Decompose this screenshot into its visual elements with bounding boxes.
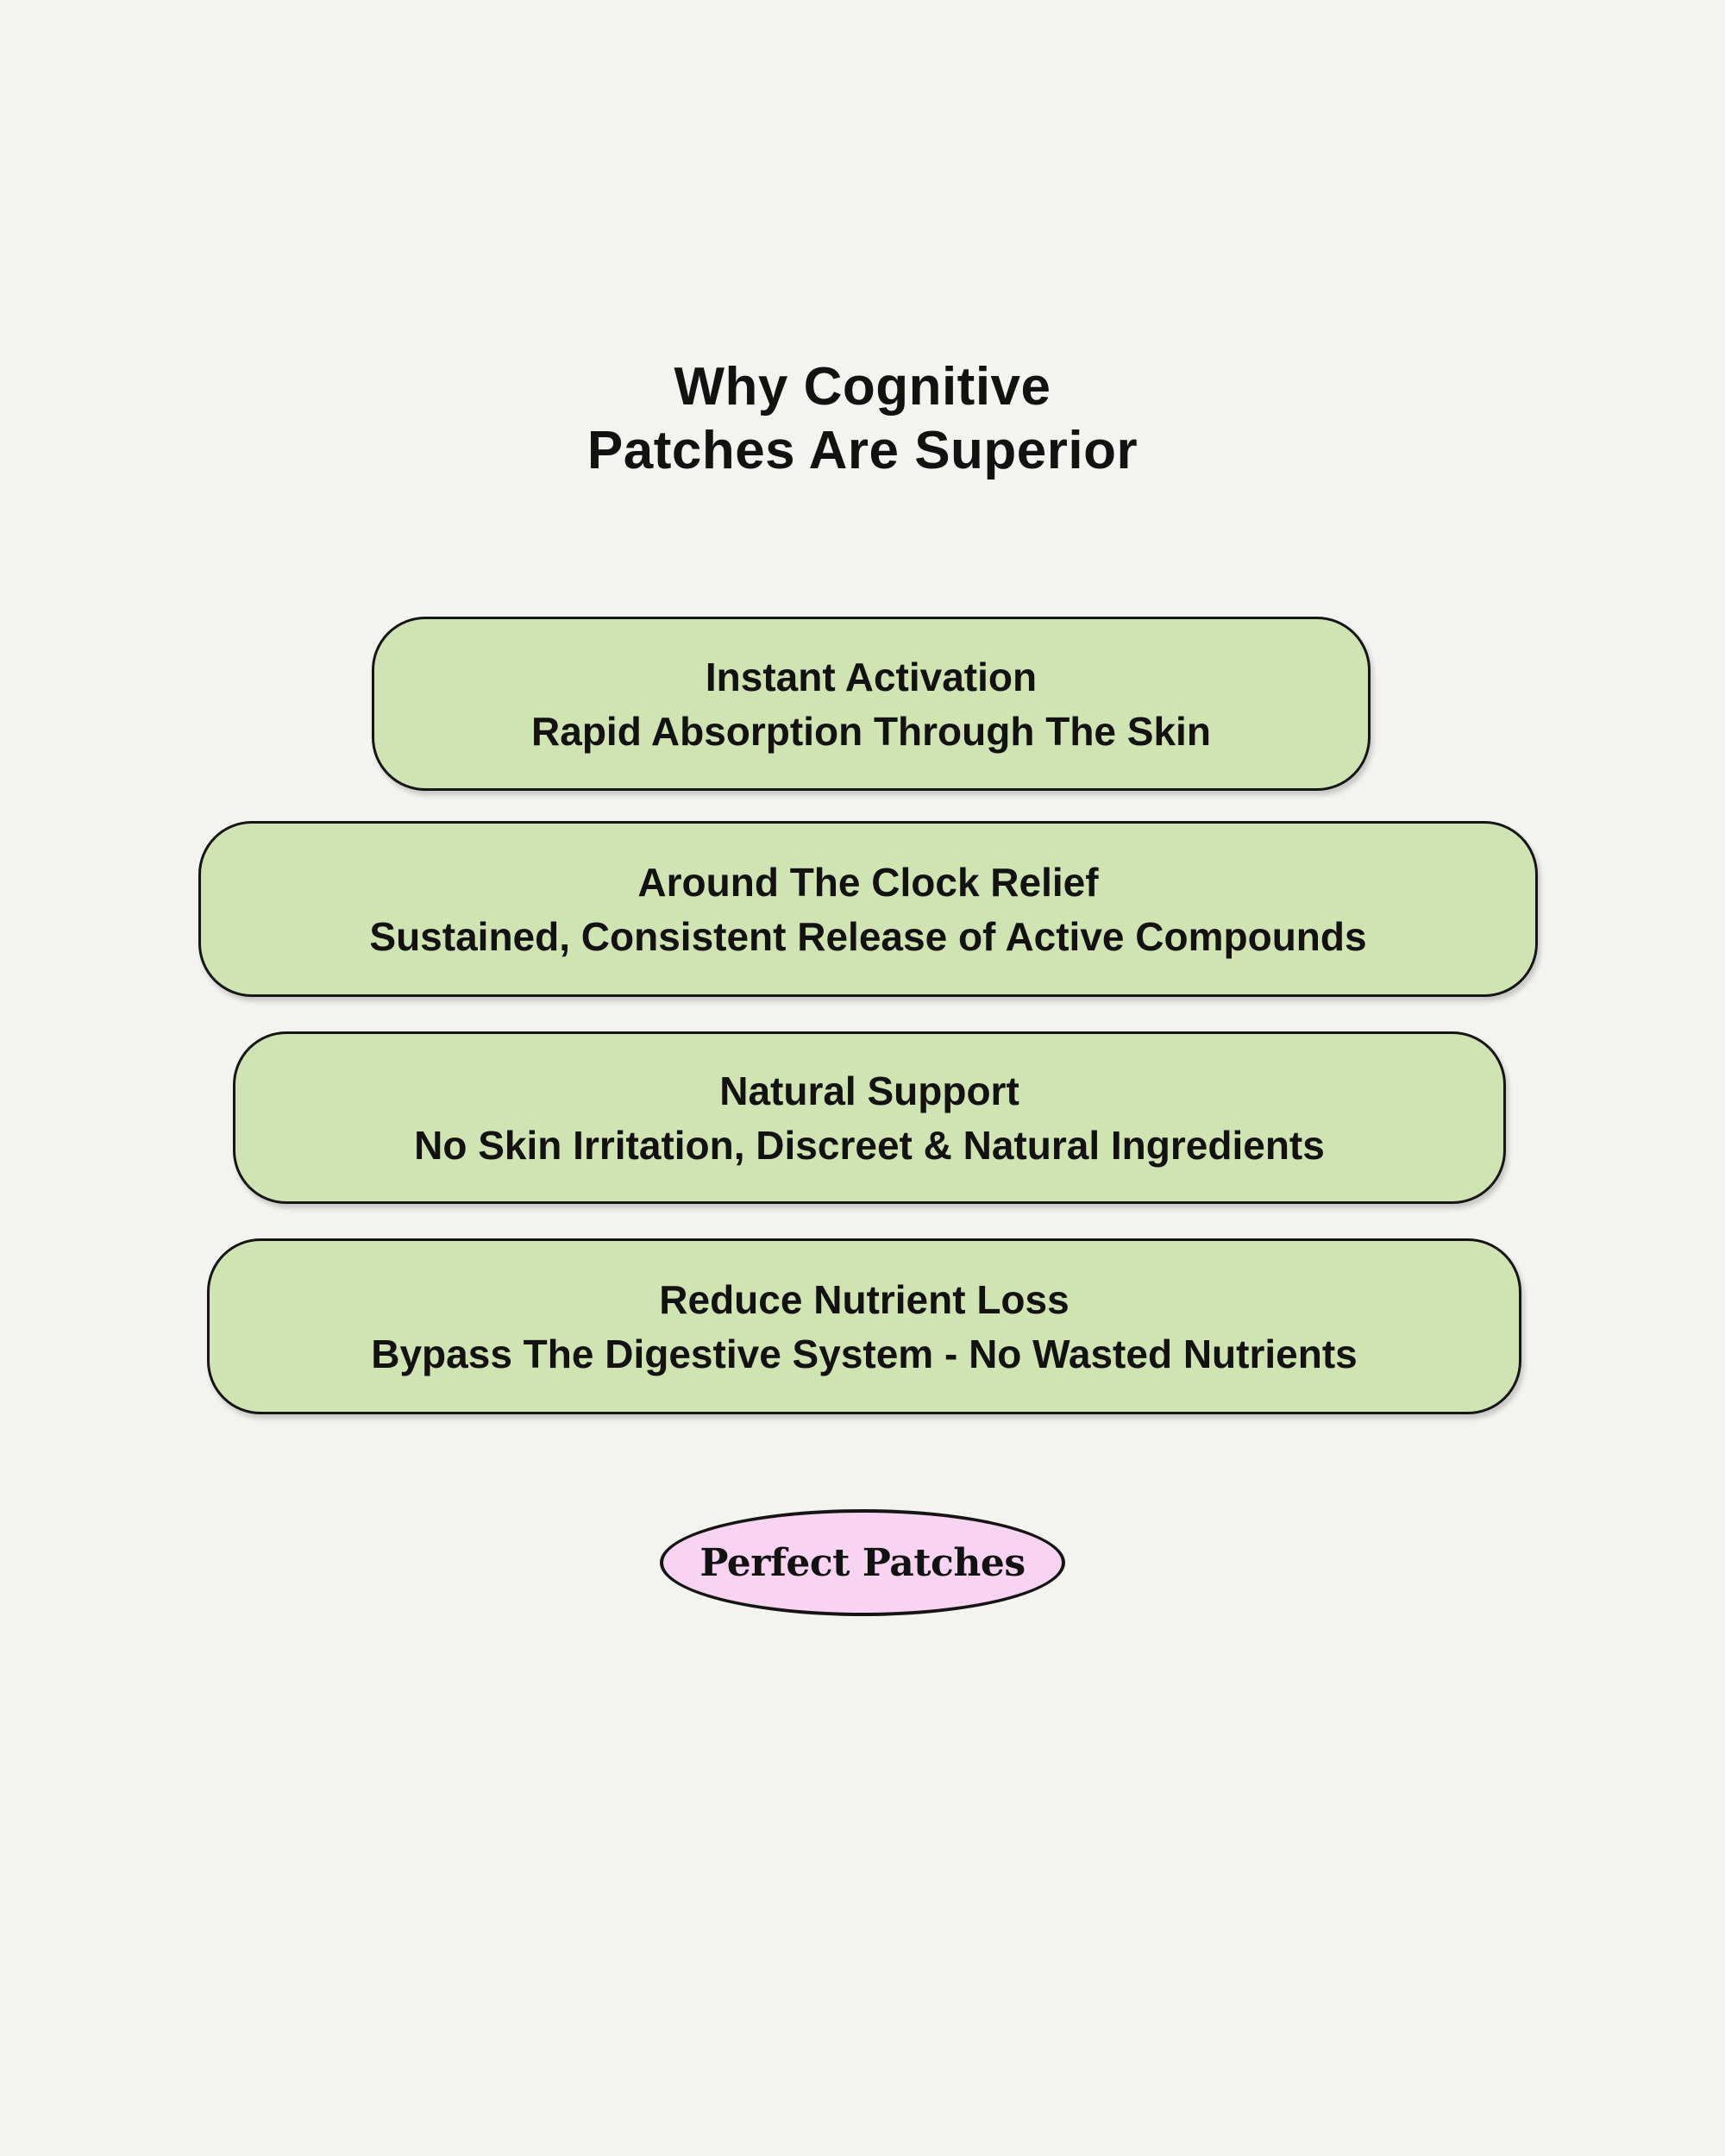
benefit-card-description: Rapid Absorption Through The Skin [531, 708, 1211, 754]
brand-badge-label: Perfect Patches [699, 1540, 1026, 1585]
brand-badge: Perfect Patches [660, 1509, 1065, 1616]
benefit-card-heading: Instant Activation [705, 654, 1038, 699]
benefit-card-natural-support: Natural Support No Skin Irritation, Disc… [233, 1031, 1506, 1204]
benefit-card-instant-activation: Instant Activation Rapid Absorption Thro… [372, 617, 1371, 791]
benefit-card-description: Sustained, Consistent Release of Active … [369, 913, 1367, 959]
benefit-card-heading: Around The Clock Relief [637, 859, 1099, 905]
benefit-card-description: No Skin Irritation, Discreet & Natural I… [414, 1122, 1325, 1168]
page-title: Why Cognitive Patches Are Superior [0, 355, 1725, 484]
page-title-line1: Why Cognitive [674, 357, 1051, 417]
benefit-card-description: Bypass The Digestive System - No Wasted … [371, 1331, 1358, 1376]
benefit-card-heading: Reduce Nutrient Loss [659, 1276, 1070, 1322]
benefit-card-heading: Natural Support [719, 1068, 1019, 1113]
benefit-card-around-the-clock-relief: Around The Clock Relief Sustained, Consi… [198, 821, 1538, 997]
page-title-line2: Patches Are Superior [586, 421, 1138, 481]
benefit-card-reduce-nutrient-loss: Reduce Nutrient Loss Bypass The Digestiv… [207, 1238, 1521, 1414]
